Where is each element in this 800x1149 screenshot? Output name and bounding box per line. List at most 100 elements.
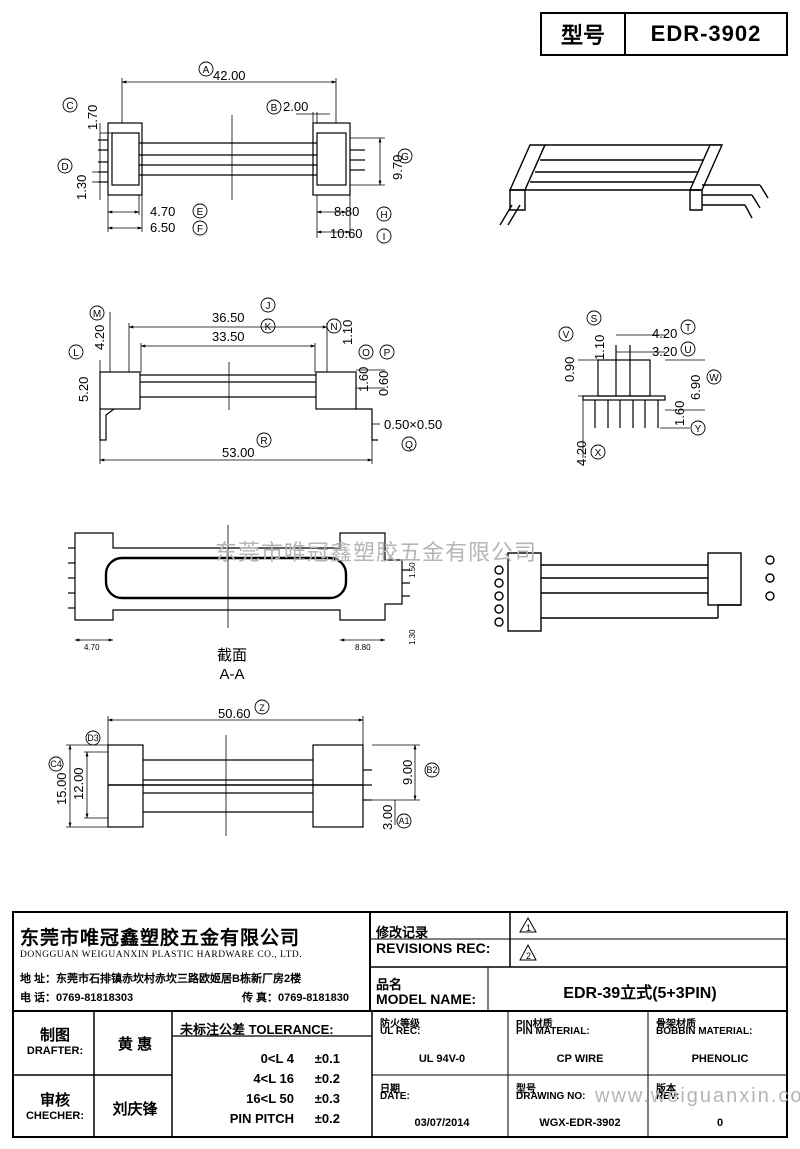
dim-15-00: 15.00 [54,772,69,805]
side-view-labels: 4.20 3.20 0.90 1.10 6.90 1.60 4.20 [562,326,703,466]
top-view-labels: 42.00 1.70 2.00 9.70 1.30 4.70 6.50 8.80… [74,68,405,241]
marker-C4: C4 [50,759,62,769]
rev-label-cn: 版本 [656,1084,676,1095]
tolerance-row: 0<L 4±0.1 [260,1051,340,1066]
section-dim-1-50: 1.50 [408,562,417,578]
dim-33-50: 33.50 [212,329,245,344]
model-box: 型号 EDR-3902 [540,12,788,56]
company-name-en: DONGGUAN WEIGUANXIN PLASTIC HARDWARE CO.… [20,950,303,960]
marker-D3: D3 [87,733,99,743]
company-tel: 电 话：0769-81818303 [20,992,134,1004]
ul-rec-label-en: UL REC: [380,1026,421,1037]
marker-X: X [595,448,602,459]
tolerance-title: 未标注公差 TOLERANCE: [180,1019,334,1038]
watermark-company: 东莞市唯冠鑫塑胶五金有限公司 [215,540,538,565]
date-label-cn: 日期 [380,1084,400,1095]
dim-1-30: 1.30 [74,175,89,200]
marker-R: R [260,436,267,447]
marker-Q: Q [405,440,413,451]
model-name-value: EDR-39立式(5+3PIN) [563,985,717,1002]
bobbin-material-value: PHENOLIC [691,1053,749,1065]
marker-W: W [709,373,719,384]
marker-L: L [73,348,79,359]
section-view [68,525,410,642]
dim-36-50: 36.50 [212,310,245,325]
section-dim-4-70: 4.70 [84,643,100,652]
marker-Y: Y [695,424,702,435]
revision-1: 1 [526,923,531,933]
dim-50-60: 50.60 [218,706,251,721]
dim-side-4-20: 4.20 [652,326,677,341]
dim-0-60: 0.60 [376,371,391,396]
checker-label-cn: 审核 [39,1092,70,1109]
drafter-label-en: DRAFTER: [26,1045,84,1057]
dim-4-70: 4.70 [150,204,175,219]
dim-3-00: 3.00 [380,805,395,830]
bobbin-material-label-en: BOBBIN MATERIAL: [656,1026,753,1037]
revision-2: 2 [526,951,531,961]
side-view-markers: S T U V W X Y [558,310,722,460]
bottom-view-markers: Z A1 B2 C4 D3 [48,699,440,829]
dim-side-0-90: 0.90 [562,357,577,382]
marker-N: N [330,322,337,333]
tolerance-row: 4<L 16±0.2 [253,1071,340,1086]
isometric-view [499,144,769,226]
pin-material-value: CP WIRE [556,1053,604,1065]
revisions-label-cn: 修改记录 [376,925,429,940]
dim-12-00: 12.00 [71,767,86,800]
tolerance-title-cn: 未标注公差 [180,1022,246,1037]
dim-8-80: 8.80 [334,204,359,219]
drawing-no-value: WGX-EDR-3902 [539,1117,621,1129]
dim-10-60: 10.60 [330,226,363,241]
checker-label-en: CHECHER: [25,1110,85,1122]
section-label: A-A [219,666,244,683]
marker-T: T [685,323,691,334]
front-view-markers: J K L M N O P Q R [68,297,417,452]
tolerance-row: 16<L 50±0.3 [246,1091,340,1106]
dim-42: 42.00 [213,68,246,83]
model-value: EDR-3902 [650,21,762,46]
marker-Z: Z [259,703,265,713]
dim-6-50: 6.50 [150,220,175,235]
revisions-label-en: REVISIONS REC: [376,940,491,956]
marker-B: B [271,103,278,114]
marker-D: D [61,162,68,173]
company-address: 地 址：东莞市石排镇赤坎村赤坎三路欧姬居B栋新厂房2楼 [20,973,302,985]
marker-M: M [93,309,101,320]
dim-9-00: 9.00 [400,760,415,785]
bottom-view-dimensions [66,716,420,828]
marker-S: S [591,314,598,325]
title-block-grid: 1 2 [12,911,788,1138]
dim-4-20: 4.20 [92,325,107,350]
marker-C: C [66,101,73,112]
checker-name: 刘庆锋 [112,1101,158,1118]
model-name-label-en: MODEL NAME: [376,991,477,1007]
model-name-label-cn: 品名 [376,977,403,992]
date-value: 03/07/2014 [414,1117,470,1129]
front-view-dimensions [99,312,385,464]
dim-2-00: 2.00 [283,99,308,114]
company-fax: 传 真：0769-8181830 [242,992,350,1004]
marker-O: O [362,348,370,359]
rev-label-en: REV: [656,1091,680,1102]
dim-0-50x0-50: 0.50×0.50 [384,417,442,432]
bottom-view-labels: 50.60 15.00 12.00 9.00 3.00 [54,706,415,830]
drafter-label-cn: 制图 [39,1027,70,1044]
tolerance-title-en: TOLERANCE: [248,1022,334,1037]
marker-K: K [265,322,272,333]
marker-A1: A1 [398,816,409,826]
drawing-views: 42.00 1.70 2.00 9.70 1.30 4.70 6.50 8.80… [48,61,775,836]
drafter-name: 黄 惠 [117,1036,153,1053]
marker-E: E [197,207,204,218]
dim-1-60: 1.60 [356,367,371,392]
marker-V: V [563,330,570,341]
tolerance-row: PIN PITCH±0.2 [229,1111,340,1126]
pin-material-label-cn: PIN材质 [516,1019,553,1030]
title-block: 1 2 东莞市唯冠鑫塑胶五金有限公司 DONGGUAN WEIGUANXIN P… [12,911,788,1138]
front-view-labels: 36.50 33.50 4.20 1.10 5.20 1.60 0.60 0.5… [76,310,442,460]
dim-side-3-20: 3.20 [652,344,677,359]
marker-A: A [203,65,210,76]
date-label-en: DATE: [380,1091,410,1102]
marker-B2: B2 [426,765,437,775]
